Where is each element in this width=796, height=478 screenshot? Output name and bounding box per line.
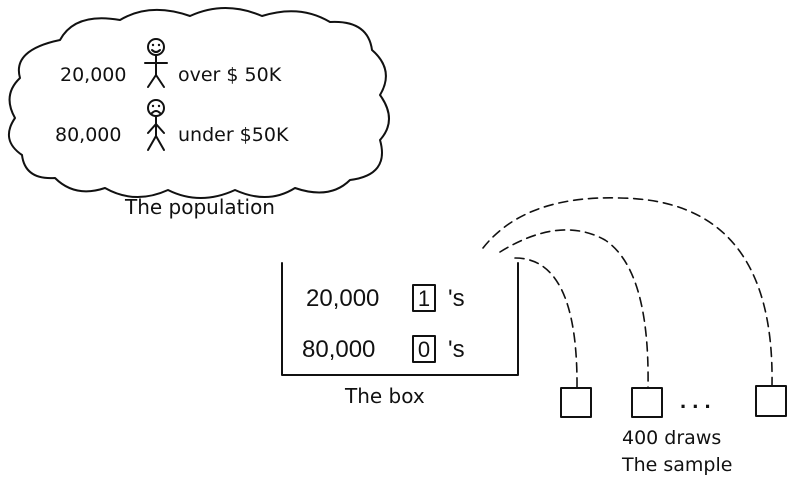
draw-arc-first [514, 257, 578, 389]
draw-box-2 [631, 387, 663, 418]
population-label-under: under $50K [178, 124, 289, 146]
draw-arc-last [482, 197, 773, 386]
box-outline [281, 262, 519, 376]
population-cloud [7, 7, 390, 199]
box-count-zeros: 80,000 [302, 336, 375, 363]
ticket-zero: 0 [418, 337, 430, 362]
population-label-over: over $ 50K [178, 64, 282, 86]
box-suffix-zeros: 's [448, 336, 465, 363]
happy-face-icon [144, 38, 168, 88]
population-count-under: 80,000 [55, 124, 121, 146]
box-count-ones: 20,000 [306, 285, 379, 312]
ticket-one-frame [412, 284, 436, 312]
sample-caption: The sample [621, 454, 732, 476]
draws-ellipsis: . . . [680, 388, 711, 413]
population-caption: The population [124, 195, 275, 219]
ticket-zero-frame [412, 335, 436, 363]
draw-arc-second [499, 229, 649, 389]
population-count-over: 20,000 [60, 64, 126, 86]
draws-label: 400 draws [622, 427, 721, 449]
box-suffix-ones: 's [448, 285, 465, 312]
sad-face-icon [147, 99, 165, 151]
draw-box-1 [560, 387, 592, 418]
box-caption: The box [344, 384, 425, 408]
draw-box-last [755, 385, 787, 417]
ticket-one: 1 [418, 286, 430, 311]
